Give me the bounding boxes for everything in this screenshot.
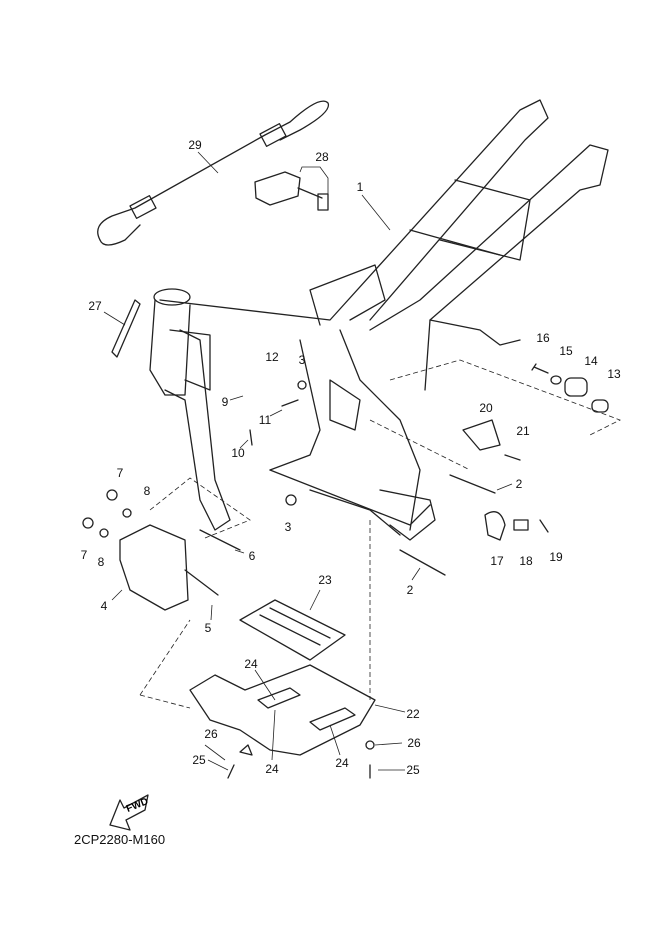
callout-26: 26 bbox=[204, 727, 218, 741]
callout-23: 23 bbox=[318, 573, 332, 587]
callout-25: 25 bbox=[192, 753, 206, 767]
leader-lines bbox=[103, 151, 621, 771]
callout-3: 3 bbox=[284, 520, 292, 534]
skid-plate-22 bbox=[189, 664, 376, 756]
callout-2: 2 bbox=[515, 477, 523, 491]
bushings-13-16 bbox=[531, 363, 609, 413]
callout-25: 25 bbox=[406, 763, 420, 777]
callout-14: 14 bbox=[584, 354, 598, 368]
clamp-17-19 bbox=[484, 511, 549, 541]
fwd-arrow-icon bbox=[109, 794, 149, 831]
callout-8: 8 bbox=[143, 484, 151, 498]
engine-bracket-4 bbox=[119, 524, 189, 611]
callout-7: 7 bbox=[116, 466, 124, 480]
callout-28: 28 bbox=[315, 150, 329, 164]
callout-26: 26 bbox=[407, 736, 421, 750]
bracket-20 bbox=[462, 419, 501, 451]
callout-21: 21 bbox=[516, 424, 530, 438]
callout-27: 27 bbox=[88, 299, 102, 313]
main-frame-1 bbox=[149, 99, 609, 541]
nuts-washers bbox=[82, 380, 307, 538]
bolts bbox=[184, 399, 521, 596]
callout-19: 19 bbox=[549, 550, 563, 564]
callout-18: 18 bbox=[519, 554, 533, 568]
callout-10: 10 bbox=[231, 446, 245, 460]
callout-22: 22 bbox=[406, 707, 420, 721]
callout-29: 29 bbox=[188, 138, 202, 152]
callout-8: 8 bbox=[97, 555, 105, 569]
callout-24: 24 bbox=[244, 657, 258, 671]
callout-3: 3 bbox=[298, 353, 306, 367]
key-28 bbox=[254, 166, 329, 211]
callout-17: 17 bbox=[490, 554, 504, 568]
callout-9: 9 bbox=[221, 395, 229, 409]
decal-27 bbox=[111, 299, 141, 358]
callout-2: 2 bbox=[406, 583, 414, 597]
callout-1: 1 bbox=[356, 180, 364, 194]
pad-23 bbox=[239, 599, 346, 661]
callout-20: 20 bbox=[479, 401, 493, 415]
callout-24: 24 bbox=[335, 756, 349, 770]
callout-7: 7 bbox=[80, 548, 88, 562]
diagram-code: 2CP2280-M160 bbox=[74, 832, 166, 847]
callout-12: 12 bbox=[265, 350, 279, 364]
callout-15: 15 bbox=[559, 344, 573, 358]
callout-6: 6 bbox=[248, 549, 256, 563]
callout-5: 5 bbox=[204, 621, 212, 635]
callout-11: 11 bbox=[258, 413, 272, 427]
callout-13: 13 bbox=[607, 367, 621, 381]
cable-29 bbox=[97, 100, 330, 246]
callout-4: 4 bbox=[100, 599, 108, 613]
bolts-25-26 bbox=[227, 740, 375, 779]
callout-16: 16 bbox=[536, 331, 550, 345]
callout-24: 24 bbox=[265, 762, 279, 776]
